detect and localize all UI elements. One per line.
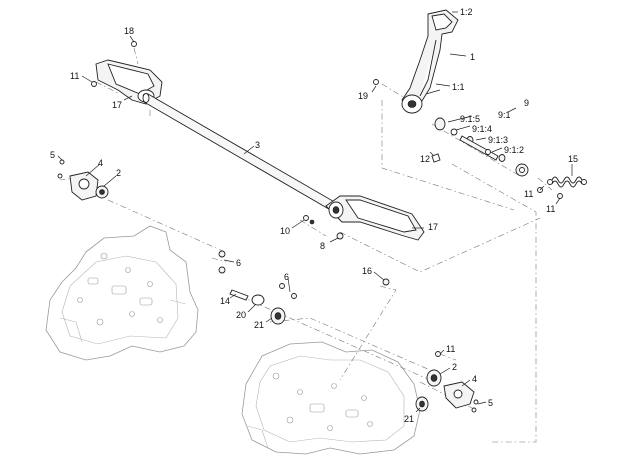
callout-6-mid: 6 xyxy=(284,272,289,282)
return-spring xyxy=(547,176,587,188)
callout-18: 18 xyxy=(124,26,134,36)
callout-4-low: 4 xyxy=(472,374,477,384)
small-hardware xyxy=(57,41,563,357)
callout-1-1: 1:1 xyxy=(452,82,465,92)
callout-4-left: 4 xyxy=(98,158,103,168)
callout-20: 20 xyxy=(236,310,246,320)
leader-lines xyxy=(57,11,573,413)
right-pivot-bracket xyxy=(415,369,479,413)
right-deck-frame xyxy=(241,341,421,455)
callout-17-top: 17 xyxy=(112,100,122,110)
callout-labels: 1:2 1 1:1 19 9 9:1 9:1:5 9:1:4 9:1:3 9:1… xyxy=(50,7,578,424)
callout-2-low: 2 xyxy=(452,362,457,372)
callout-14: 14 xyxy=(220,296,230,306)
callout-21-low: 21 xyxy=(404,414,414,424)
callout-9: 9 xyxy=(524,98,529,108)
callout-15: 15 xyxy=(568,154,578,164)
callout-9-1-5: 9:1:5 xyxy=(460,114,480,124)
foot-pedal xyxy=(401,9,459,114)
callout-1: 1 xyxy=(470,52,475,62)
callout-9-1-3: 9:1:3 xyxy=(488,135,508,145)
callout-11-right-b: 11 xyxy=(546,204,555,214)
callout-9-1: 9:1 xyxy=(498,110,511,120)
callout-12: 12 xyxy=(420,154,430,164)
callout-5-left: 5 xyxy=(50,150,55,160)
callout-16: 16 xyxy=(362,266,372,276)
callout-9-1-2: 9:1:2 xyxy=(504,145,524,155)
callout-2-left: 2 xyxy=(116,168,121,178)
callout-21-mid: 21 xyxy=(254,320,264,330)
callout-11-top: 11 xyxy=(70,71,79,81)
right-lever-arm xyxy=(309,195,425,241)
callout-8: 8 xyxy=(320,241,325,251)
left-pivot-bracket xyxy=(69,171,109,201)
callout-6-left: 6 xyxy=(236,258,241,268)
callout-11-right-a: 11 xyxy=(524,189,533,199)
callout-3: 3 xyxy=(255,140,260,150)
left-deck-frame xyxy=(45,225,199,361)
callout-11-low: 11 xyxy=(446,344,455,354)
callout-9-1-4: 9:1:4 xyxy=(472,124,492,134)
pedal-hub-assembly xyxy=(434,117,529,177)
main-shaft xyxy=(142,93,339,213)
alignment-lines xyxy=(59,47,553,443)
callout-1-2: 1:2 xyxy=(460,7,473,17)
callout-19: 19 xyxy=(358,91,368,101)
callout-17-right: 17 xyxy=(428,222,438,232)
callout-10: 10 xyxy=(280,226,290,236)
callout-5-low: 5 xyxy=(488,398,493,408)
